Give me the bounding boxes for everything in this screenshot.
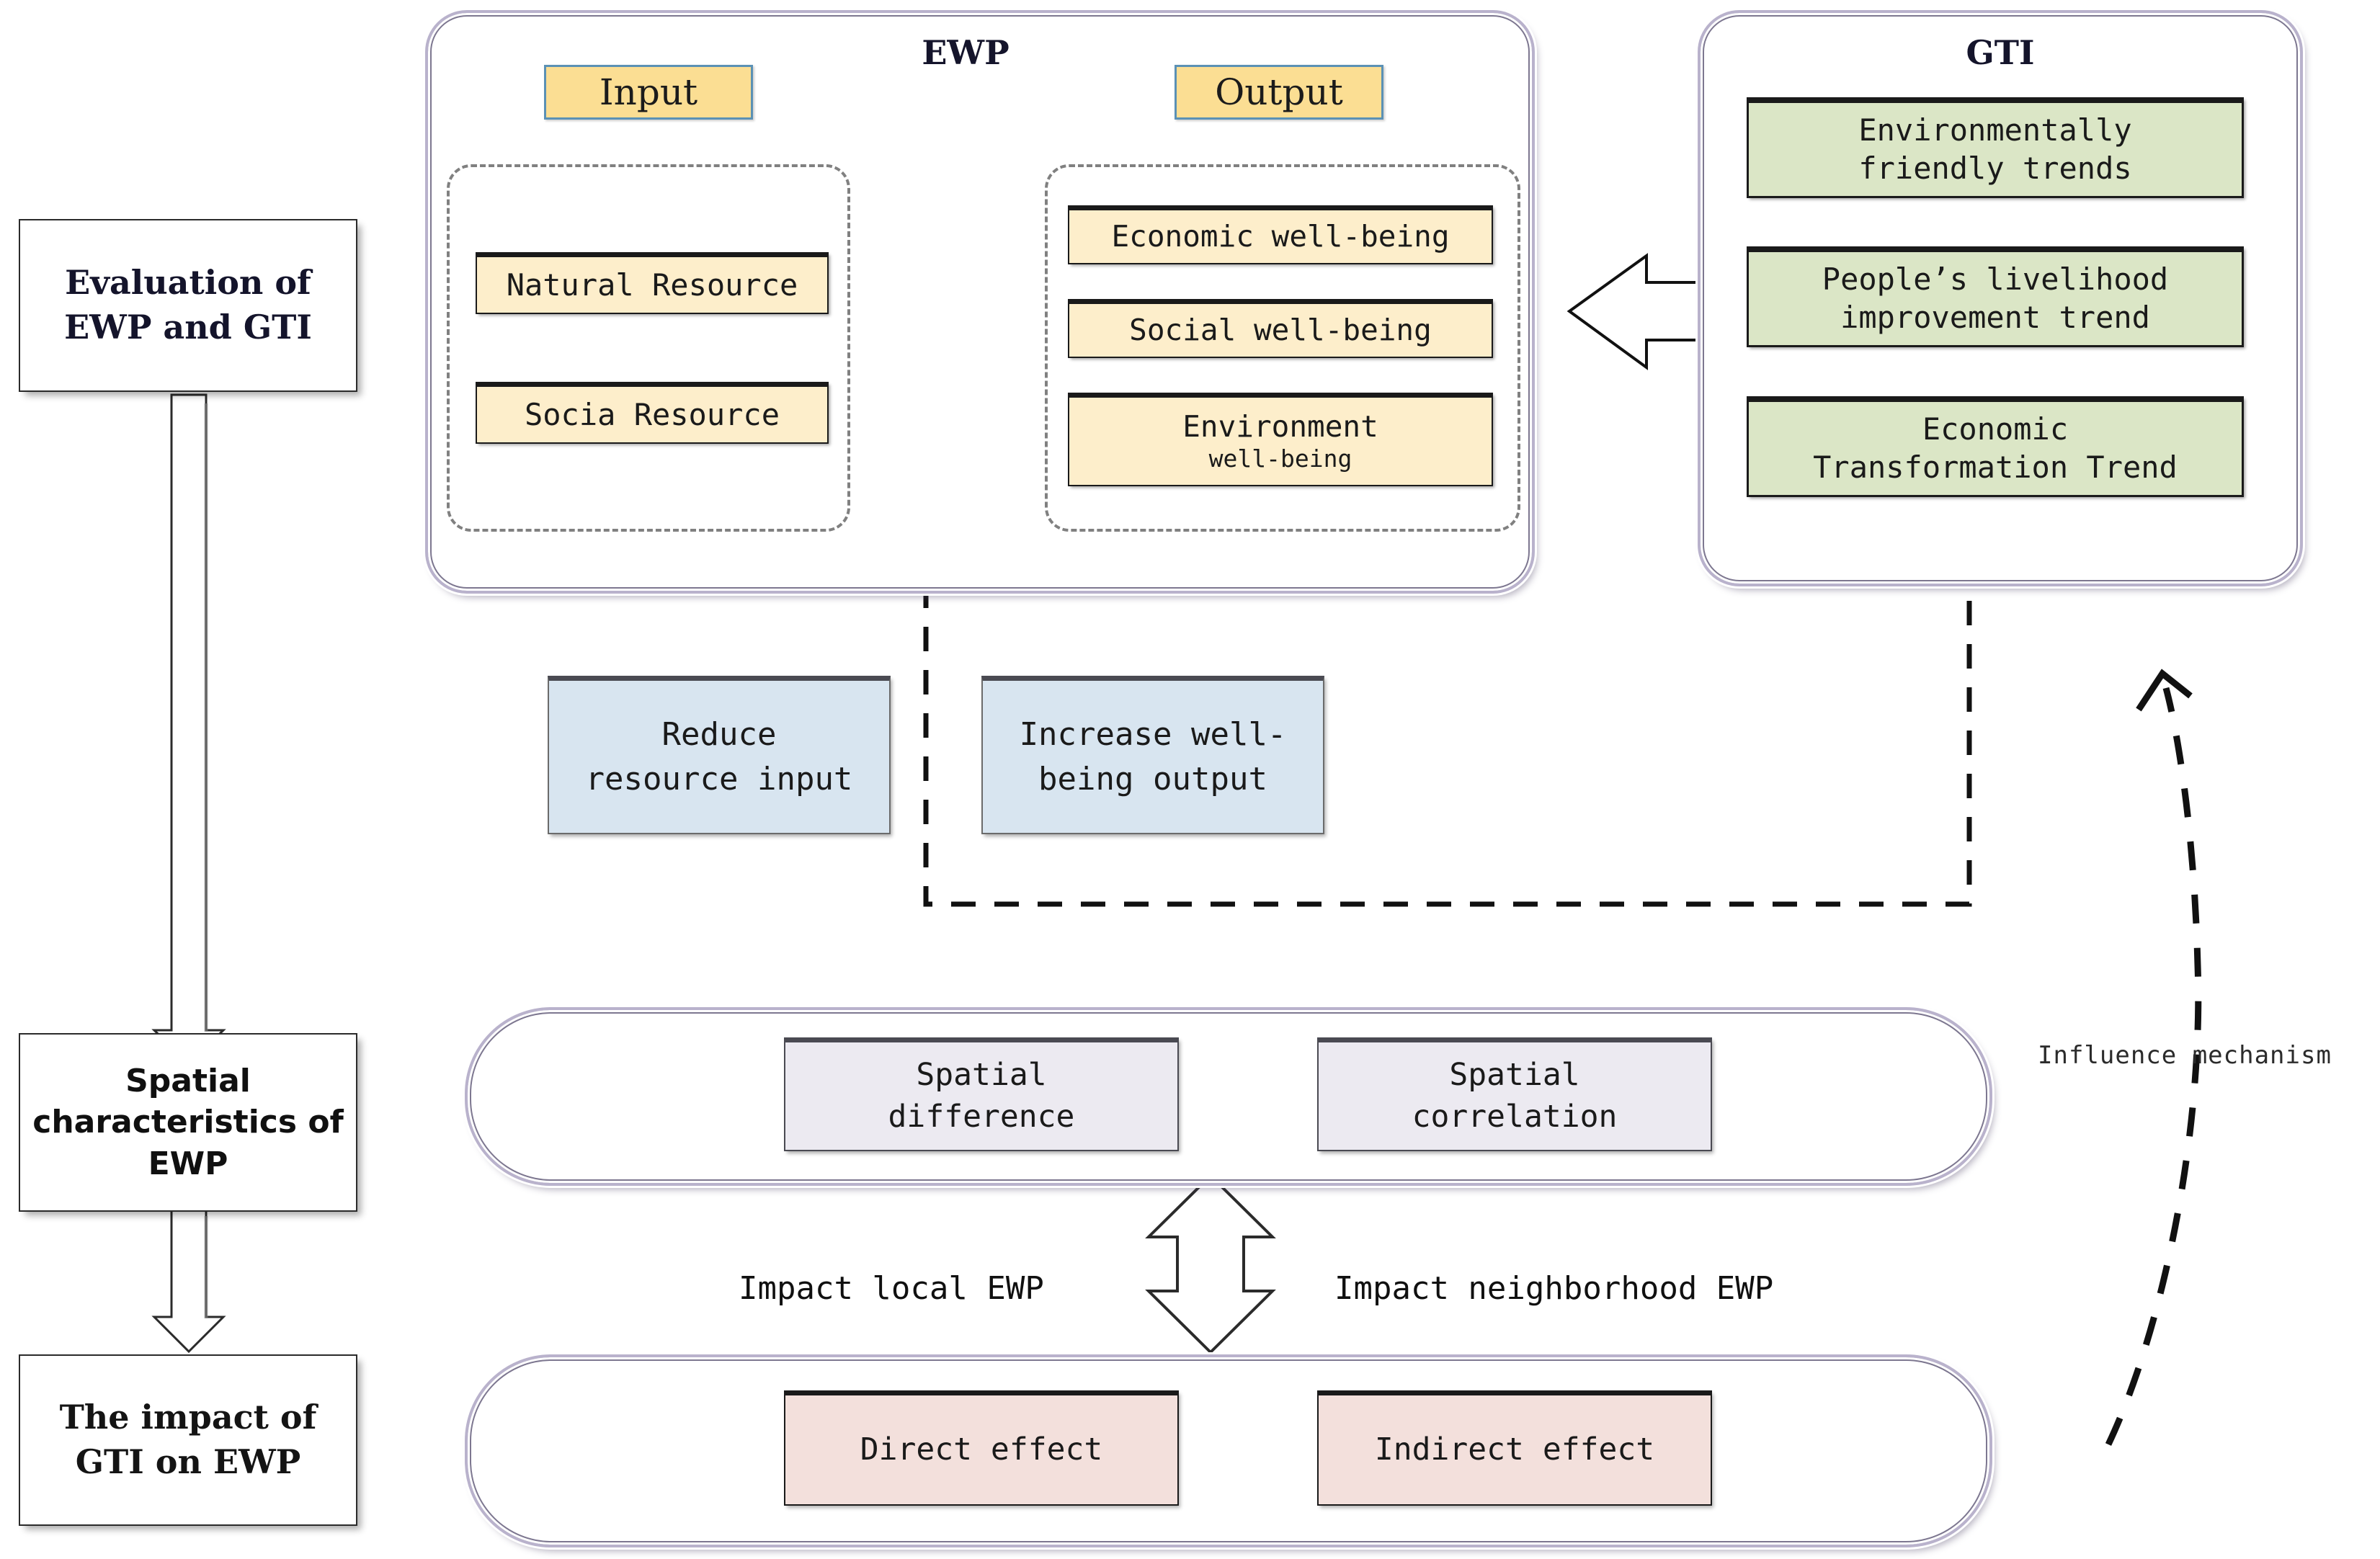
left-box-spatial-line3: EWP (148, 1145, 228, 1182)
gti-panel-title: GTI (1966, 32, 2035, 72)
spatial-item-difference[interactable]: Spatial difference (784, 1037, 1179, 1151)
left-box-spatial-characteristics[interactable]: Spatial characteristics of EWP (19, 1033, 357, 1212)
note-increase-line2: being output (1038, 760, 1267, 798)
label-impact-local-ewp: Impact local EWP (739, 1269, 1044, 1307)
note-increase-line1: Increase well- (1019, 715, 1287, 753)
spatial-item-1-line1: Spatial (1449, 1056, 1580, 1093)
output-item-environment-line1: Environment (1182, 409, 1378, 445)
effects-panel (465, 1354, 1992, 1547)
left-box-evaluation-line1: Evaluation of (65, 263, 311, 303)
gti-item-environmentally-friendly-trends[interactable]: Environmentally friendly trends (1747, 97, 2244, 198)
note-reduce-line1: Reduce (661, 715, 777, 753)
spatial-item-0-line1: Spatial (916, 1056, 1047, 1093)
gti-item-0-line2: friendly trends (1858, 150, 2132, 186)
output-item-environment-line2: well-being (1208, 445, 1352, 473)
input-group (447, 164, 850, 532)
spatial-panel (465, 1007, 1992, 1186)
left-box-evaluation[interactable]: Evaluation of EWP and GTI (19, 219, 357, 392)
tab-input[interactable]: Input (544, 65, 753, 120)
gti-item-2-line1: Economic (1922, 411, 2069, 447)
input-item-socia-resource[interactable]: Socia Resource (476, 382, 829, 444)
left-box-impact-line2: GTI on EWP (75, 1442, 301, 1481)
gti-item-1-line2: improvement trend (1840, 299, 2150, 335)
left-box-impact-line1: The impact of (59, 1398, 317, 1437)
double-arrow-spatial-effects (1145, 1174, 1276, 1354)
effect-item-indirect[interactable]: Indirect effect (1317, 1390, 1712, 1506)
left-box-impact-of-gti[interactable]: The impact of GTI on EWP (19, 1354, 357, 1526)
spatial-item-1-line2: correlation (1412, 1098, 1618, 1135)
output-group (1045, 164, 1520, 532)
tab-output[interactable]: Output (1175, 65, 1383, 120)
gti-item-1-line1: People’s livelihood (1822, 261, 2169, 297)
arrow-spatial-to-impact (151, 1207, 226, 1354)
note-increase-well-being-output[interactable]: Increase well- being output (981, 676, 1324, 834)
influence-arrow-head (2136, 669, 2193, 712)
gti-item-peoples-livelihood-improvement-trend[interactable]: People’s livelihood improvement trend (1747, 246, 2244, 347)
input-item-natural-resource[interactable]: Natural Resource (476, 252, 829, 314)
output-item-social-well-being[interactable]: Social well-being (1068, 299, 1493, 358)
ewp-panel-title: EWP (922, 32, 1010, 72)
spatial-item-correlation[interactable]: Spatial correlation (1317, 1037, 1712, 1151)
effect-item-direct[interactable]: Direct effect (784, 1390, 1179, 1506)
gti-item-0-line1: Environmentally (1858, 112, 2132, 148)
left-box-spatial-line1: Spatial (125, 1063, 251, 1100)
label-influence-mechanism: Influence mechanism (2038, 1041, 2332, 1070)
left-box-spatial-line2: characteristics of (32, 1104, 344, 1141)
left-box-evaluation-line2: EWP and GTI (64, 308, 312, 347)
label-impact-neighborhood-ewp: Impact neighborhood EWP (1334, 1269, 1774, 1307)
arrow-gti-to-ewp (1566, 253, 1720, 370)
note-reduce-resource-input[interactable]: Reduce resource input (548, 676, 891, 834)
spatial-item-0-line2: difference (888, 1098, 1075, 1135)
arrow-evaluation-to-spatial (151, 393, 226, 1066)
gti-item-economic-transformation-trend[interactable]: Economic Transformation Trend (1747, 396, 2244, 497)
note-reduce-line2: resource input (585, 760, 853, 798)
gti-item-2-line2: Transformation Trend (1813, 449, 2178, 485)
output-item-environment-well-being[interactable]: Environment well-being (1068, 393, 1493, 486)
output-item-economic-well-being[interactable]: Economic well-being (1068, 205, 1493, 264)
